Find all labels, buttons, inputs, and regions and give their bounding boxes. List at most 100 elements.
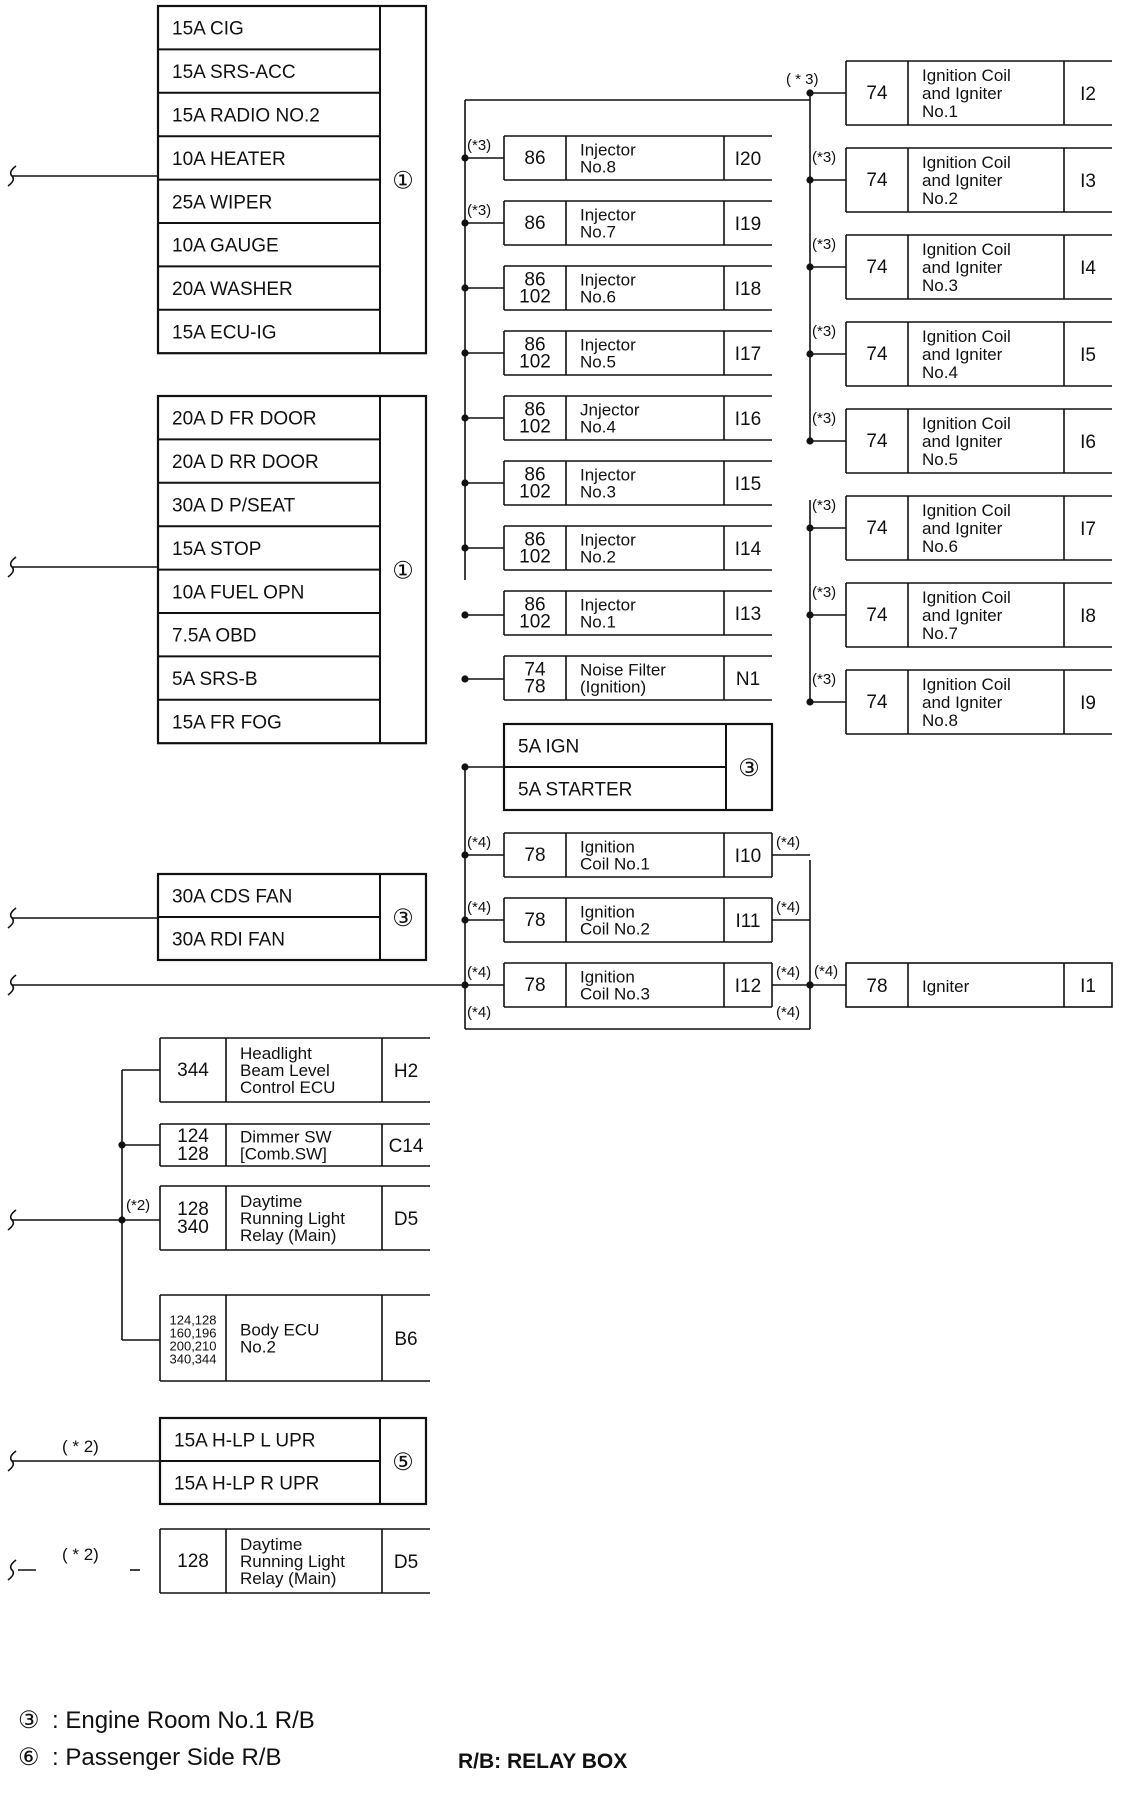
fuse-label: 20A WASHER bbox=[172, 279, 293, 300]
component-name-line: Daytime bbox=[240, 1192, 302, 1211]
junction-dot-layer bbox=[118, 89, 814, 1224]
connector-code: I8 bbox=[1080, 606, 1096, 627]
connector-code: I13 bbox=[735, 604, 761, 625]
junction-dot bbox=[806, 698, 814, 706]
wire-break-mark bbox=[7, 1209, 17, 1231]
option-marker: (*3) bbox=[467, 137, 491, 154]
component-name-line: [Comb.SW] bbox=[240, 1145, 327, 1164]
relay-box-ref: ⑤ bbox=[392, 1449, 414, 1476]
fuse-label: 15A H-LP R UPR bbox=[174, 1474, 319, 1495]
component-name-line: No.2 bbox=[580, 548, 616, 567]
connector-code: N1 bbox=[736, 669, 760, 690]
pin-number: 160,196 bbox=[170, 1326, 217, 1341]
option-marker: (*3) bbox=[812, 410, 836, 427]
component-name-line: Ignition Coil bbox=[922, 501, 1011, 520]
component-name-line: Ignition bbox=[580, 903, 635, 922]
relay-box-ref: ③ bbox=[392, 905, 414, 932]
pin-number: 86 bbox=[524, 270, 545, 291]
component-name-line: and Igniter bbox=[922, 171, 1003, 190]
component-name-line: and Igniter bbox=[922, 693, 1003, 712]
connector-code: D5 bbox=[394, 1552, 418, 1573]
junction-dot bbox=[118, 1141, 126, 1149]
connector-code: I14 bbox=[735, 539, 762, 560]
pin-number: 74 bbox=[866, 605, 888, 626]
component-name-line: Ignition Coil bbox=[922, 240, 1011, 259]
pin-number: 74 bbox=[866, 692, 888, 713]
pin-number: 86 bbox=[524, 530, 545, 551]
component-name-line: Igniter bbox=[922, 977, 970, 996]
pin-number: 344 bbox=[177, 1060, 209, 1081]
pin-number: 86 bbox=[524, 148, 545, 169]
fuse-label: 7.5A OBD bbox=[172, 626, 257, 647]
connector-code: I20 bbox=[735, 149, 761, 170]
component-name-line: No.6 bbox=[580, 288, 616, 307]
fuse-label: 15A H-LP L UPR bbox=[174, 1431, 316, 1452]
option-marker: ( * 2) bbox=[62, 1437, 99, 1456]
fuse-label: 15A FR FOG bbox=[172, 713, 282, 734]
component-name-line: No.2 bbox=[240, 1338, 276, 1357]
connector-code: I3 bbox=[1080, 171, 1096, 192]
component-name-line: Injector bbox=[580, 336, 636, 355]
option-marker: (*4) bbox=[467, 964, 491, 981]
junction-dot bbox=[461, 675, 469, 683]
pin-number: 86 bbox=[524, 465, 545, 486]
connector-code: I4 bbox=[1080, 258, 1096, 279]
component-name-line: No.1 bbox=[922, 102, 958, 121]
component-name-line: Coil No.3 bbox=[580, 985, 650, 1004]
fuse-label: 30A RDI FAN bbox=[172, 930, 285, 951]
connector-code: I12 bbox=[735, 976, 761, 997]
option-marker: (*4) bbox=[776, 834, 800, 851]
component-name-line: No.2 bbox=[922, 189, 958, 208]
fuse-label: 15A CIG bbox=[172, 19, 244, 40]
fuse-label: 10A GAUGE bbox=[172, 236, 279, 257]
pin-number: 74 bbox=[866, 518, 888, 539]
pin-number: 74 bbox=[866, 170, 888, 191]
wire-break-mark bbox=[7, 1559, 17, 1581]
fuse-label: 15A STOP bbox=[172, 539, 261, 560]
option-marker: (*3) bbox=[812, 236, 836, 253]
option-marker: (*4) bbox=[467, 1004, 491, 1021]
fuse-label: 10A FUEL OPN bbox=[172, 582, 304, 603]
connector-code: I11 bbox=[735, 911, 760, 932]
option-marker: (*4) bbox=[776, 899, 800, 916]
legend-symbol: ⑥ bbox=[18, 1744, 40, 1771]
component-name-line: Injector bbox=[580, 271, 636, 290]
junction-dot bbox=[461, 349, 469, 357]
connector-code: C14 bbox=[389, 1136, 424, 1157]
junction-dot bbox=[461, 611, 469, 619]
junction-dot bbox=[806, 611, 814, 619]
component-name-line: Injector bbox=[580, 596, 636, 615]
legend-text: : Engine Room No.1 R/B bbox=[52, 1707, 315, 1734]
pin-number: 78 bbox=[524, 975, 545, 996]
connector-code: I15 bbox=[735, 474, 761, 495]
pin-number: 74 bbox=[524, 660, 546, 681]
component-name-line: Body ECU bbox=[240, 1321, 319, 1340]
relay-box-ref: ③ bbox=[738, 755, 760, 782]
junction-dot bbox=[806, 981, 814, 989]
pin-number: 340,344 bbox=[170, 1352, 217, 1367]
option-marker: (*4) bbox=[776, 964, 800, 981]
pin-number: 78 bbox=[866, 976, 887, 997]
connector-code: I18 bbox=[735, 279, 761, 300]
component-name-line: (Ignition) bbox=[580, 678, 646, 697]
box-outline bbox=[845, 962, 1113, 1008]
pin-number: 78 bbox=[524, 677, 545, 698]
component-name-line: Beam Level bbox=[240, 1061, 330, 1080]
fuse-label: 10A HEATER bbox=[172, 149, 286, 170]
component-name-line: No.1 bbox=[580, 613, 616, 632]
component-name-line: Ignition bbox=[580, 838, 635, 857]
marker-layer: ( * 2)( * 2)(*3)(*3)(*3)(*3)(*3)(*3)(*3)… bbox=[62, 71, 838, 1564]
wire-layer bbox=[7, 92, 846, 1581]
